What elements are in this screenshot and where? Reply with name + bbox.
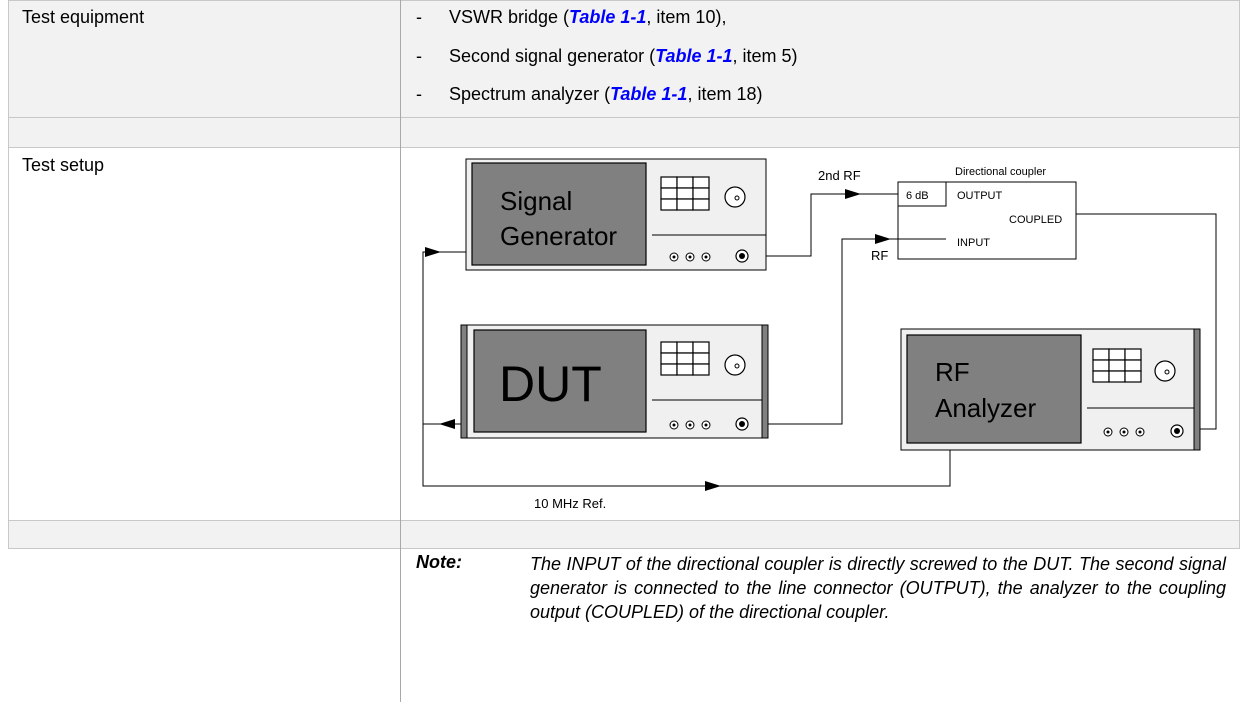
keypad-icon [1092, 348, 1142, 383]
column-divider [400, 0, 401, 702]
connector-icon [669, 249, 749, 263]
dut-instrument: DUT [460, 324, 769, 439]
list-bullet: - [416, 7, 422, 27]
ref-clock-label: 10 MHz Ref. [534, 496, 606, 511]
equipment-item-vswr: VSWR bridge (Table 1-1, item 10), [449, 7, 727, 27]
table-ref-link[interactable]: Table 1-1 [610, 84, 688, 104]
rf-analyzer-label: RF [935, 357, 970, 387]
keypad-icon [660, 176, 710, 211]
knob-icon [724, 354, 746, 376]
list-bullet: - [416, 46, 422, 66]
cables [422, 189, 1217, 491]
table-ref-link[interactable]: Table 1-1 [569, 7, 647, 27]
connector-icon [1103, 424, 1184, 438]
table-ref-link[interactable]: Table 1-1 [655, 46, 733, 66]
rf-label: RF [871, 248, 888, 263]
attenuator-label: 6 dB [906, 190, 929, 202]
directional-coupler: Directional coupler 6 dB OUTPUT COUPLED … [897, 166, 1077, 260]
coupler-coupled-port: COUPLED [1009, 214, 1062, 226]
coupler-output-port: OUTPUT [957, 190, 1003, 202]
spacer-row-2 [8, 520, 1240, 549]
rf-analyzer-instrument: RF Analyzer [900, 328, 1201, 451]
coupler-title: Directional coupler [955, 166, 1046, 178]
test-setup-label: Test setup [22, 155, 105, 175]
knob-icon [724, 186, 746, 208]
second-rf-label: 2nd RF [818, 168, 861, 183]
note-text: The INPUT of the directional coupler is … [530, 554, 1226, 622]
equipment-item-analyzer: Spectrum analyzer (Table 1-1, item 18) [449, 84, 763, 104]
equipment-row [8, 0, 1240, 118]
signal-generator-label: Signal [500, 186, 572, 216]
dut-label: DUT [499, 356, 602, 412]
rf-analyzer-label: Analyzer [935, 393, 1036, 423]
coupler-input-port: INPUT [957, 237, 990, 249]
list-bullet: - [416, 84, 422, 104]
signal-generator-instrument: Signal Generator [465, 158, 767, 271]
signal-generator-label: Generator [500, 221, 617, 251]
spacer-row-1 [8, 117, 1240, 148]
test-setup-diagram: Signal Generator DUT [422, 158, 1217, 511]
note-label: Note: [416, 552, 462, 572]
test-equipment-label: Test equipment [22, 7, 145, 27]
connector-icon [669, 417, 749, 431]
knob-icon [1154, 360, 1176, 382]
equipment-item-generator: Second signal generator (Table 1-1, item… [449, 46, 798, 66]
keypad-icon [660, 341, 710, 376]
